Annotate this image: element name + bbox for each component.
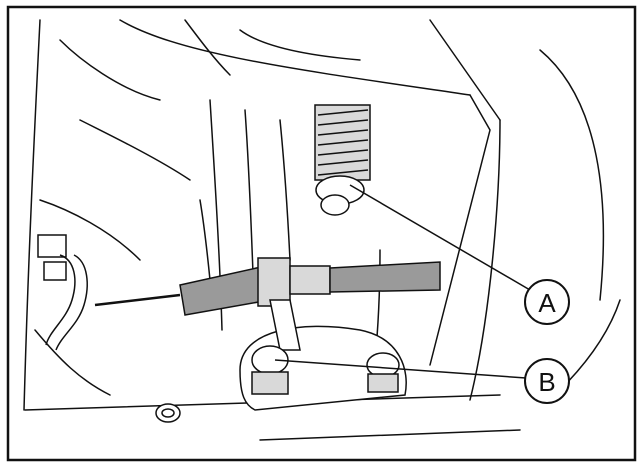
callout-b: B	[524, 358, 570, 404]
callout-a-label: A	[538, 288, 556, 318]
callout-a: A	[524, 279, 570, 325]
cable-assembly	[94, 257, 441, 316]
callout-b-label: B	[538, 367, 555, 397]
left-bracket	[37, 234, 88, 351]
mounting-plate	[239, 299, 407, 411]
spring	[314, 104, 371, 216]
callout-b-leader	[274, 359, 527, 379]
washer	[155, 403, 181, 423]
callout-a-leader	[349, 184, 531, 291]
